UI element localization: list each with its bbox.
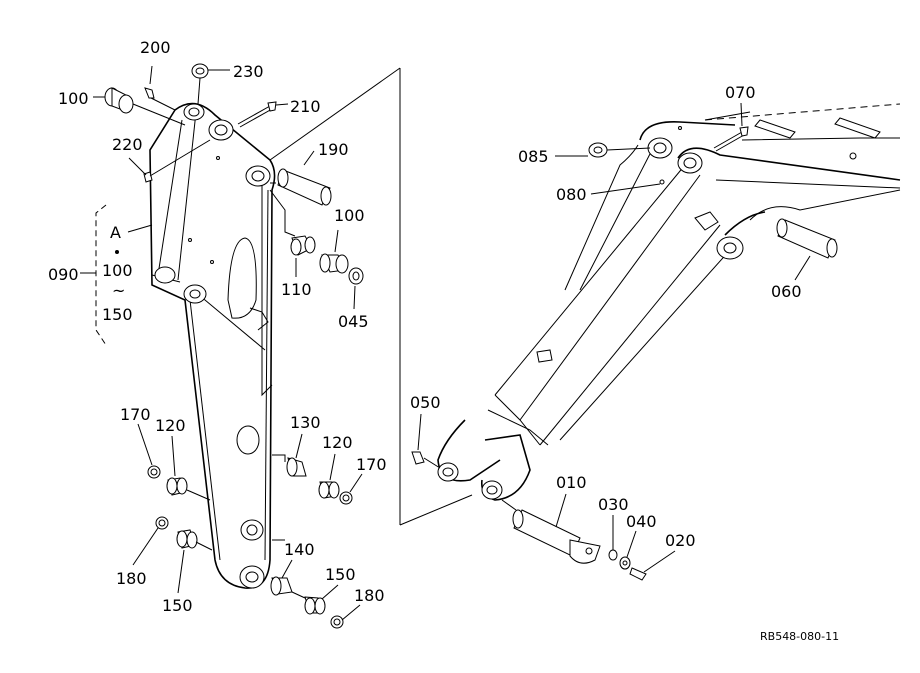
callout-050: 050 [410, 393, 441, 412]
callout-040: 040 [626, 512, 657, 531]
view-connector [269, 67, 473, 526]
callout-120-right: 120 [322, 433, 353, 452]
callout-045: 045 [338, 312, 369, 331]
callout-180-right: 180 [354, 586, 385, 605]
group-range-tilde: ~ [112, 281, 125, 300]
callout-170-left: 170 [120, 405, 151, 424]
callout-030: 030 [598, 495, 629, 514]
callout-230: 230 [233, 62, 264, 81]
arm-exploded-parts [104, 63, 364, 629]
callout-220: 220 [112, 135, 143, 154]
callout-170-right: 170 [356, 455, 387, 474]
callout-120-left: 120 [155, 416, 186, 435]
group-bracket [95, 204, 153, 346]
callout-190: 190 [318, 140, 349, 159]
callout-060: 060 [771, 282, 802, 301]
callout-070: 070 [725, 83, 756, 102]
callout-090: 090 [48, 265, 79, 284]
callout-100-top: 100 [58, 89, 89, 108]
callout-200: 200 [140, 38, 171, 57]
callout-210: 210 [290, 97, 321, 116]
callout-150-right: 150 [325, 565, 356, 584]
arm-drawing [149, 102, 276, 589]
callout-020: 020 [665, 531, 696, 550]
callout-110: 110 [281, 280, 312, 299]
group-label-a: A [110, 223, 121, 242]
group-range-to: 150 [102, 305, 133, 324]
boom-drawing [437, 103, 901, 501]
part-callouts: 200 230 100 210 220 190 100 110 045 090 … [48, 38, 802, 615]
boom-exploded-parts [411, 126, 838, 581]
callout-100-right: 100 [334, 206, 365, 225]
callout-010: 010 [556, 473, 587, 492]
callout-080: 080 [556, 185, 587, 204]
callout-085: 085 [518, 147, 549, 166]
leader-lines [80, 69, 811, 621]
callout-140: 140 [284, 540, 315, 559]
group-range-from: 100 [102, 261, 133, 280]
figure-reference-code: RB548-080-11 [760, 630, 839, 643]
callout-130: 130 [290, 413, 321, 432]
callout-180-left: 180 [116, 569, 147, 588]
callout-150-left: 150 [162, 596, 193, 615]
